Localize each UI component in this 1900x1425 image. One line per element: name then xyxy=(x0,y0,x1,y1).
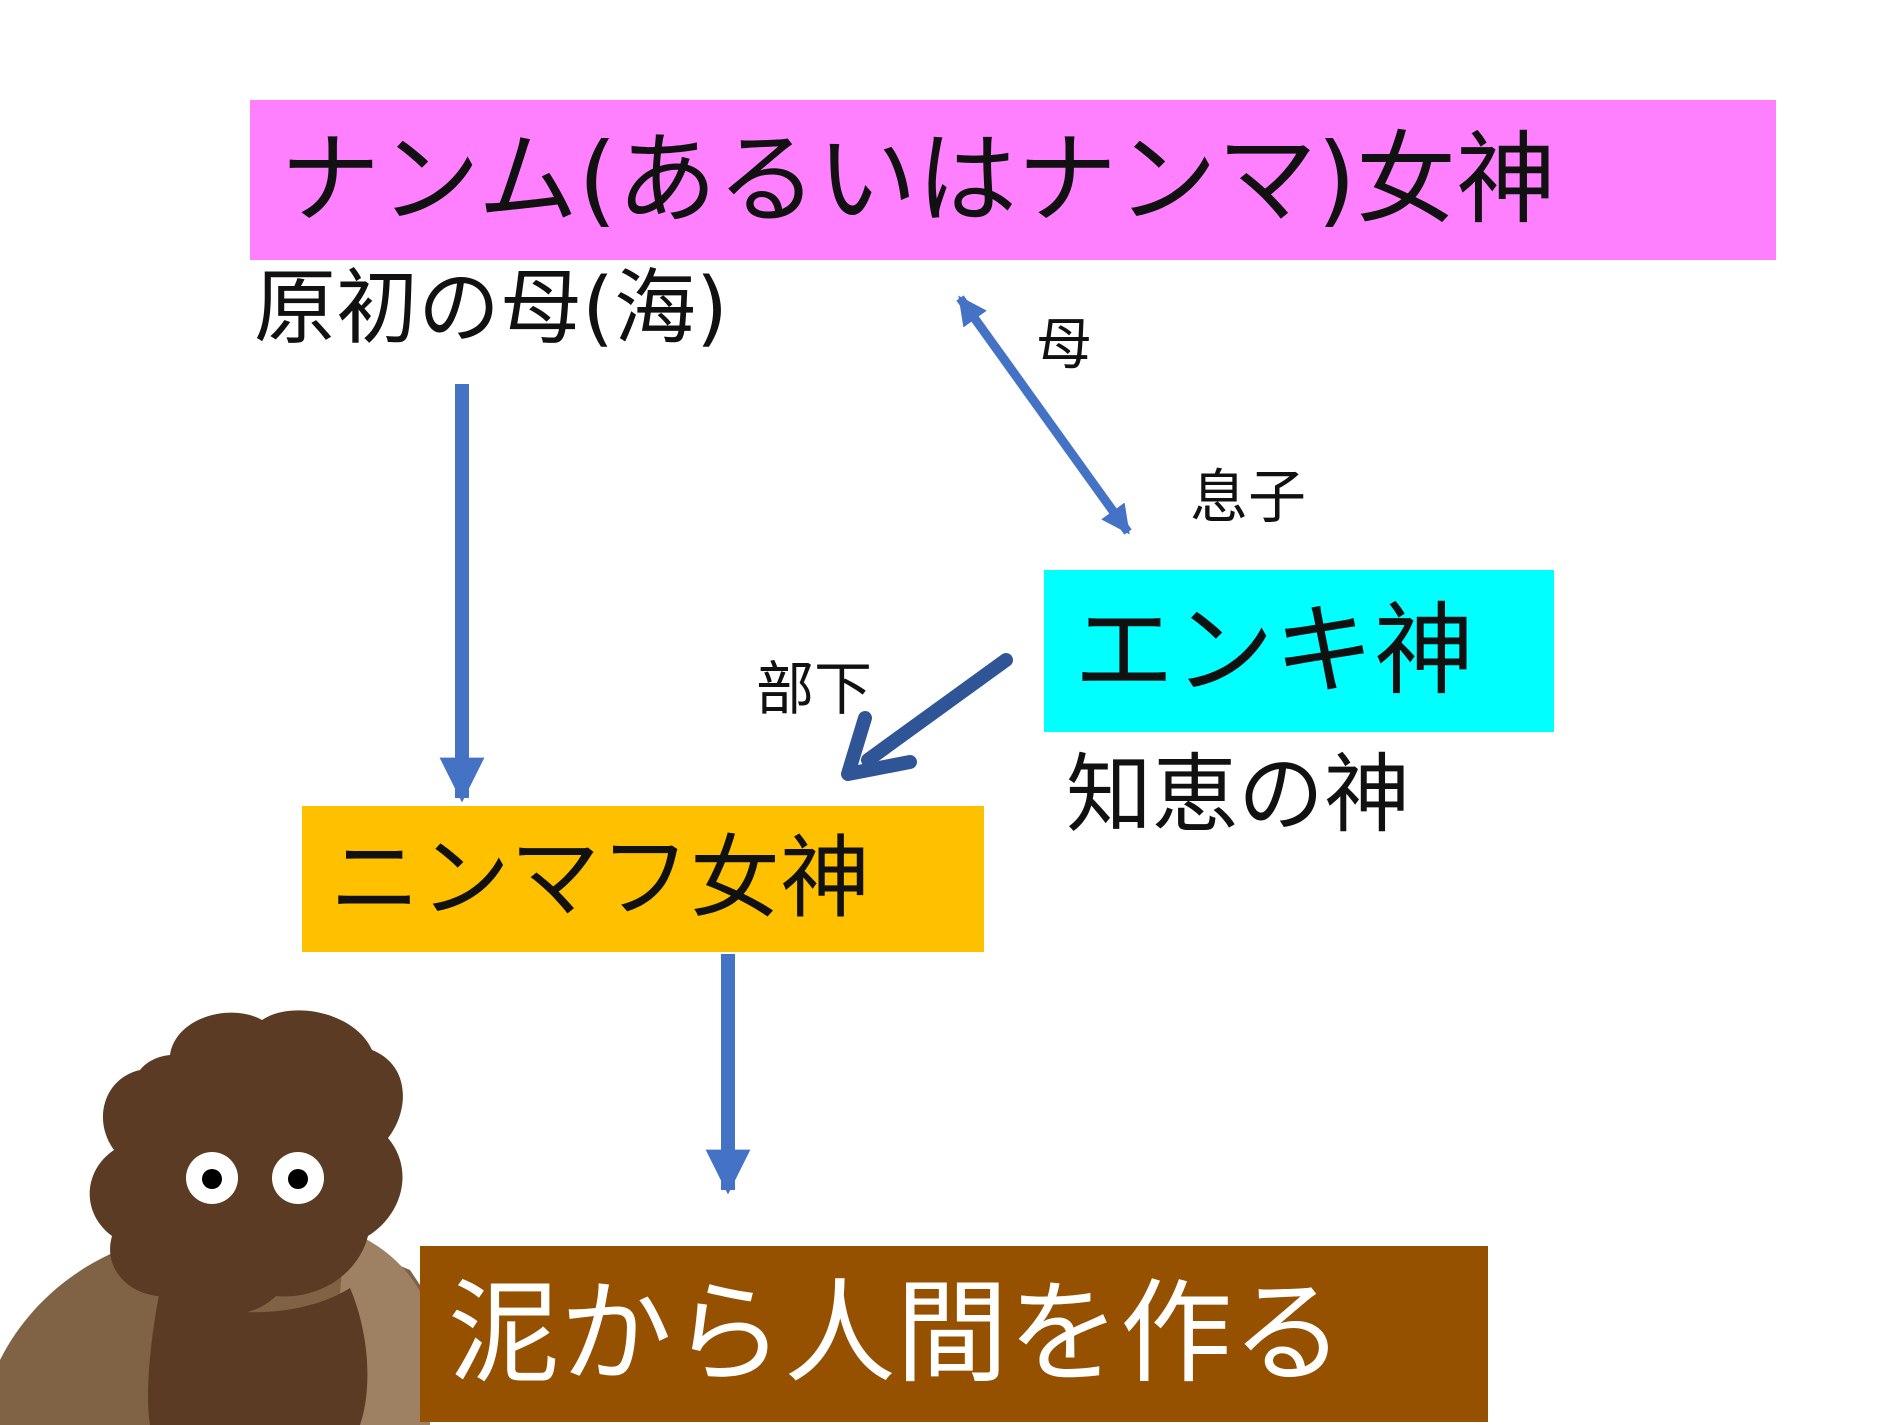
node-nanmu-label: ナンム(あるいはナンマ)女神 xyxy=(280,121,1557,238)
edge-label-subordinate: 部下 xyxy=(756,655,873,723)
node-mud-humans-label: 泥から人間を作る xyxy=(448,1269,1344,1399)
node-enki-subtitle: 知恵の神 xyxy=(1066,745,1410,845)
node-ninmah: ニンマフ女神 xyxy=(302,806,984,952)
node-enki: エンキ神 xyxy=(1044,570,1554,732)
arrow-enki-to-ninmah xyxy=(861,653,1013,767)
node-nanmu-subtitle: 原初の母(海) xyxy=(254,261,728,356)
node-nanmu: ナンム(あるいはナンマ)女神 xyxy=(250,100,1776,260)
arrow-enki-to-ninmah-head xyxy=(841,711,917,781)
node-ninmah-label: ニンマフ女神 xyxy=(330,826,870,931)
edge-label-son: 息子 xyxy=(1190,463,1307,531)
arrow-nanmu-enki-bidirectional xyxy=(956,295,1132,535)
node-enki-label: エンキ神 xyxy=(1074,592,1474,709)
node-mud-humans: 泥から人間を作る xyxy=(420,1246,1488,1422)
mud-figure-icon xyxy=(0,1010,430,1425)
edge-label-mother: 母 xyxy=(1036,313,1092,378)
